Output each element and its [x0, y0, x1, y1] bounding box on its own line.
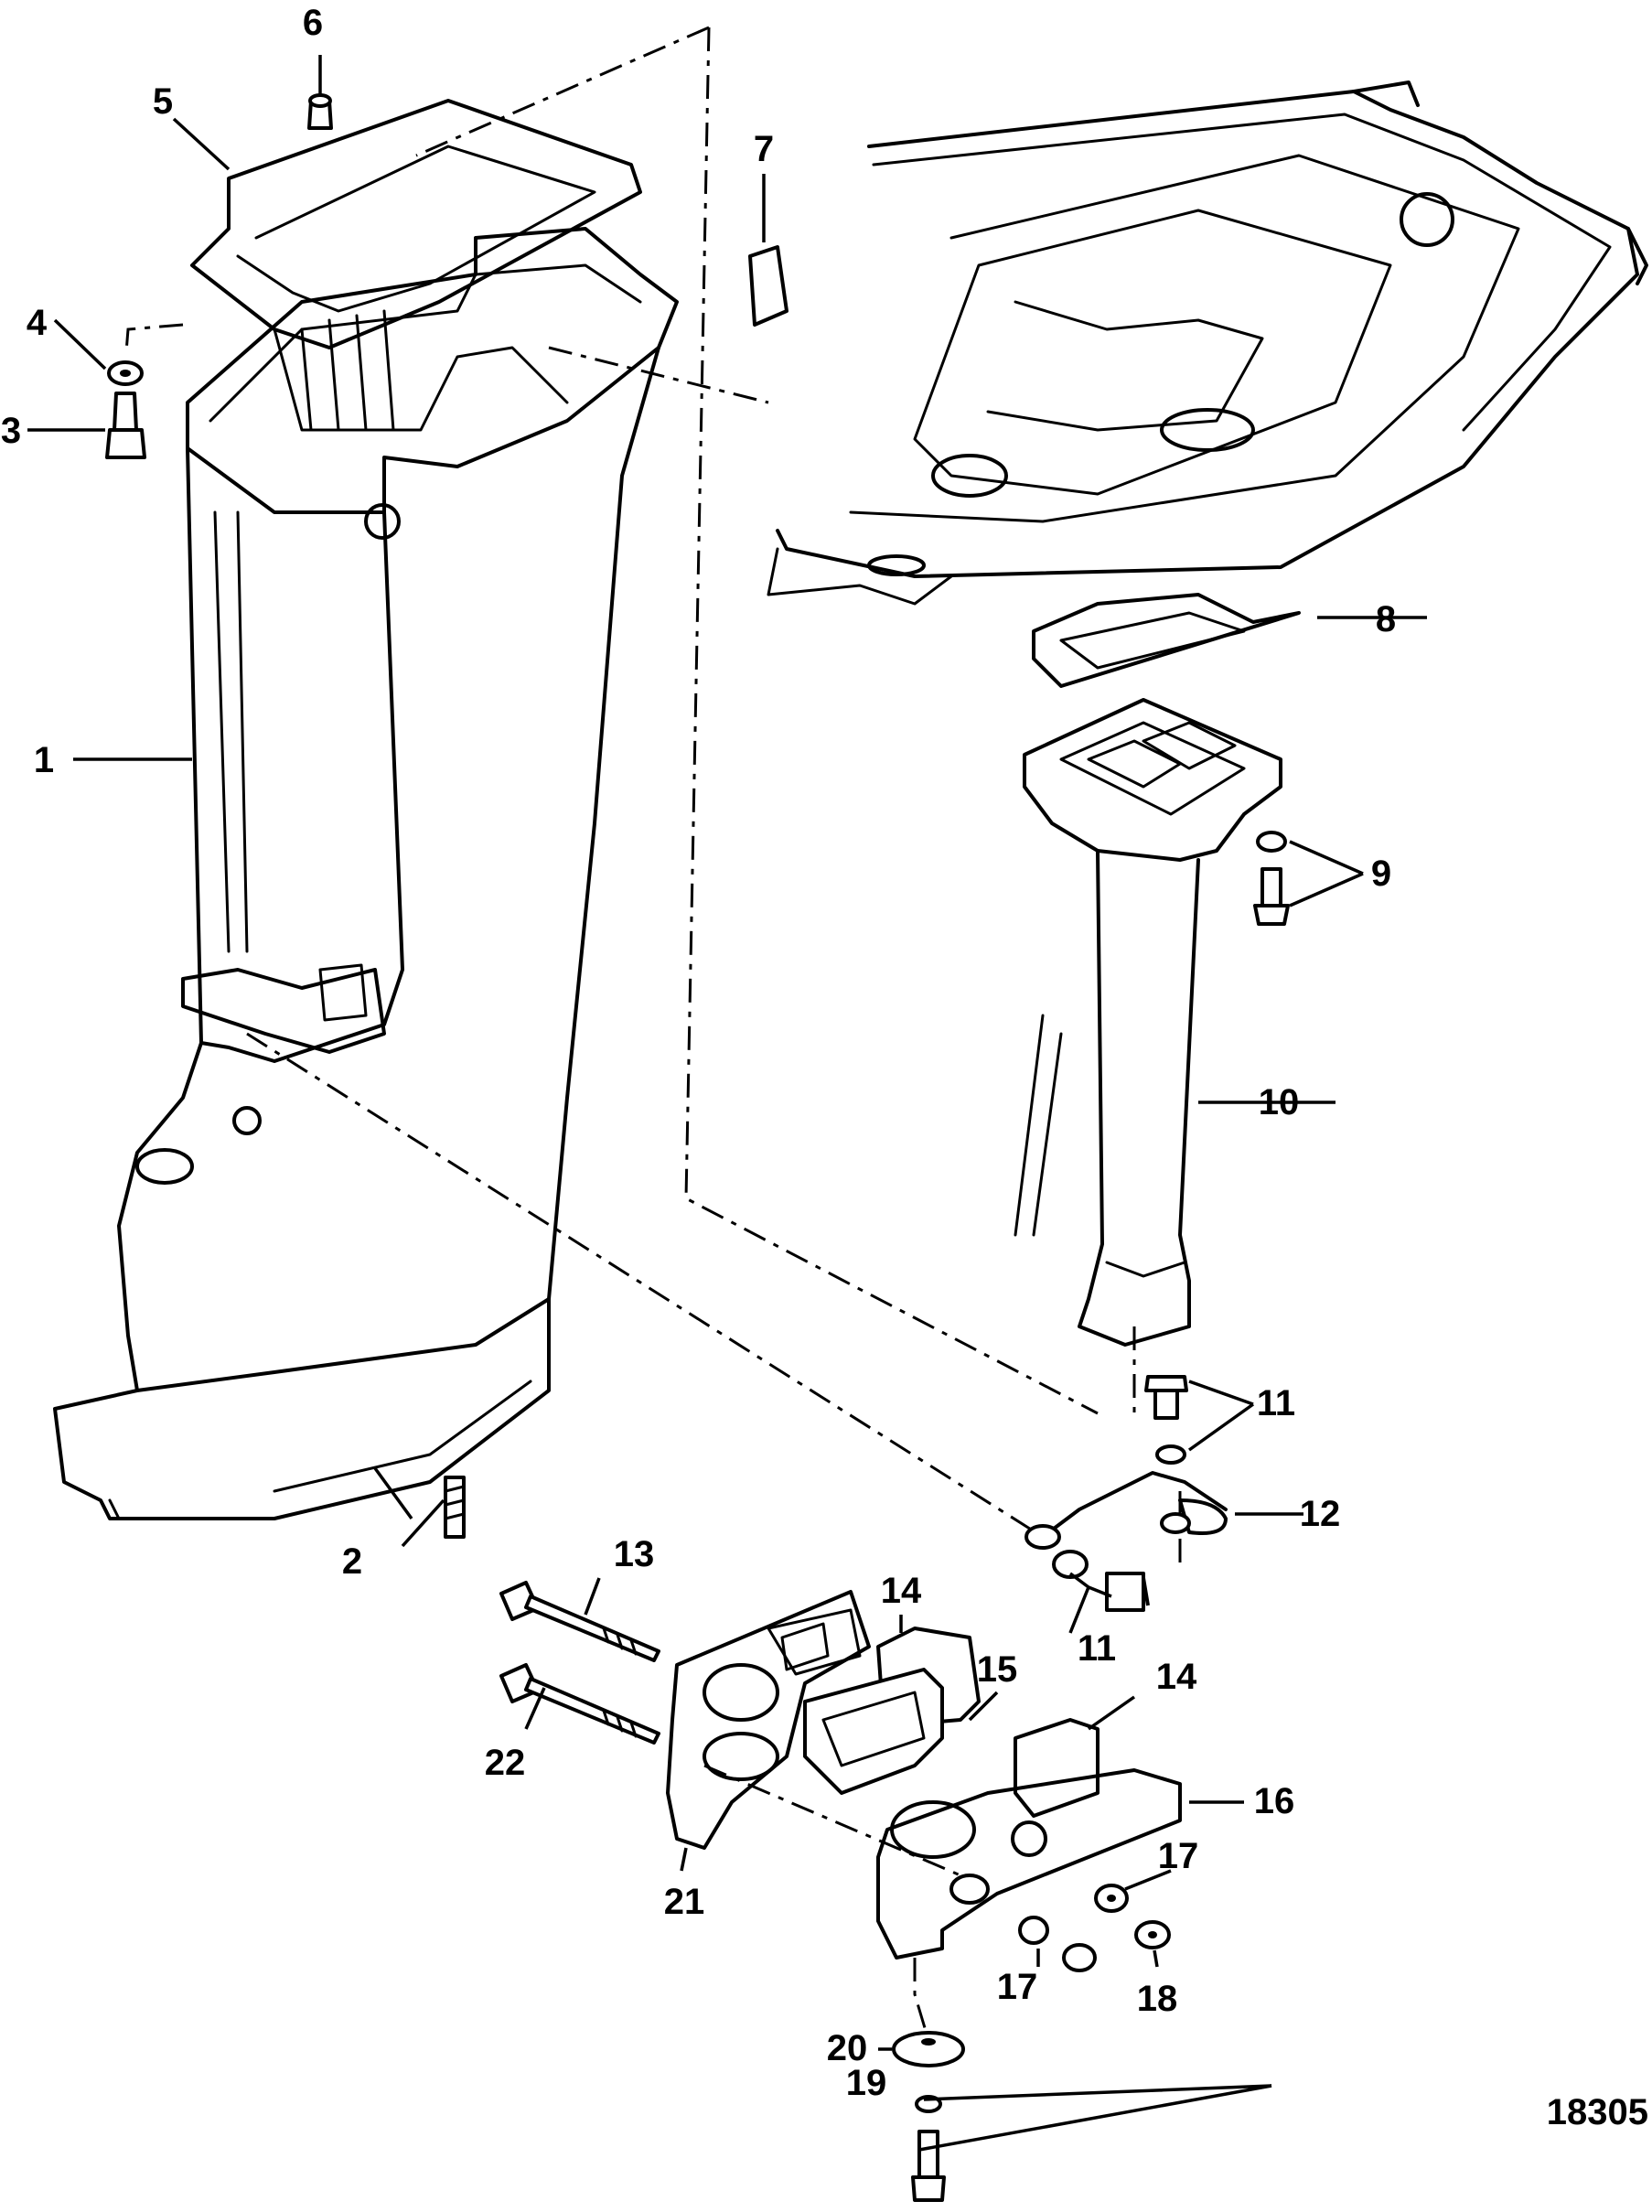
- callout-14-upper: 14: [881, 1571, 922, 1611]
- callout-13: 13: [614, 1534, 655, 1574]
- callout-12: 12: [1300, 1494, 1341, 1534]
- exhaust-tube: [1014, 698, 1282, 1347]
- bolt-and-washer-11-lower: [1052, 1550, 1150, 1612]
- bolt-and-washer-11-top: [1144, 1375, 1188, 1465]
- washer-17-lower: [1018, 1916, 1049, 1945]
- motor-leg-adapter: [767, 81, 1648, 606]
- callout-20: 20: [827, 2028, 868, 2068]
- callout-7: 7: [754, 129, 774, 169]
- callout-11-top: 11: [1257, 1383, 1295, 1423]
- screw-and-washer-9: [1253, 831, 1290, 926]
- callout-6: 6: [303, 3, 323, 43]
- long-bolt-22: [499, 1663, 660, 1745]
- callout-15: 15: [977, 1649, 1018, 1690]
- nut-17-upper: [1094, 1884, 1129, 1913]
- callout-1: 1: [34, 740, 54, 780]
- callout-14-lower: 14: [1156, 1657, 1197, 1697]
- dowel-pin: [307, 93, 333, 130]
- callout-9: 9: [1371, 854, 1391, 894]
- washer-and-bolt: [105, 360, 146, 459]
- figure-number: 18305: [1547, 2092, 1648, 2132]
- callout-17-lower: 17: [997, 1967, 1038, 2007]
- driveshaft-housing: [53, 227, 679, 1520]
- exhaust-gasket: [1032, 593, 1301, 688]
- callout-16: 16: [1254, 1781, 1295, 1821]
- stud: [444, 1476, 466, 1539]
- callout-19: 19: [846, 2063, 887, 2103]
- callout-10: 10: [1259, 1082, 1300, 1122]
- leader-lines: [27, 55, 1427, 2152]
- clamp-bracket: [666, 1590, 871, 1850]
- gasket: [190, 99, 642, 349]
- long-bolt-13: [499, 1581, 660, 1662]
- callout-5: 5: [153, 81, 173, 122]
- nut-18: [1134, 1920, 1171, 1949]
- bracket-15: [803, 1668, 944, 1795]
- bolt-19: [911, 2095, 946, 2202]
- callout-4: 4: [27, 303, 48, 343]
- callout-2: 2: [342, 1541, 362, 1582]
- callout-22: 22: [485, 1743, 526, 1783]
- ground-strap: [1024, 1471, 1228, 1550]
- rubber-mount-14-lower: [1014, 1718, 1100, 1818]
- callout-17-upper: 17: [1158, 1836, 1199, 1876]
- callout-labels: 1 2 3 4 5 6 7 8 9 10 11 11 12 13 14 14 1…: [1, 3, 1648, 2132]
- lower-mount-housing: [876, 1768, 1182, 1960]
- nut-lower: [1062, 1943, 1097, 1972]
- washer-20: [892, 2031, 965, 2067]
- assembly-lines: [124, 26, 1182, 2041]
- callout-18: 18: [1137, 1979, 1178, 2019]
- callout-11-lower: 11: [1078, 1628, 1116, 1669]
- callout-8: 8: [1376, 599, 1396, 639]
- callout-3: 3: [1, 411, 21, 451]
- rubber-block: [748, 245, 788, 327]
- callout-21: 21: [664, 1882, 705, 1922]
